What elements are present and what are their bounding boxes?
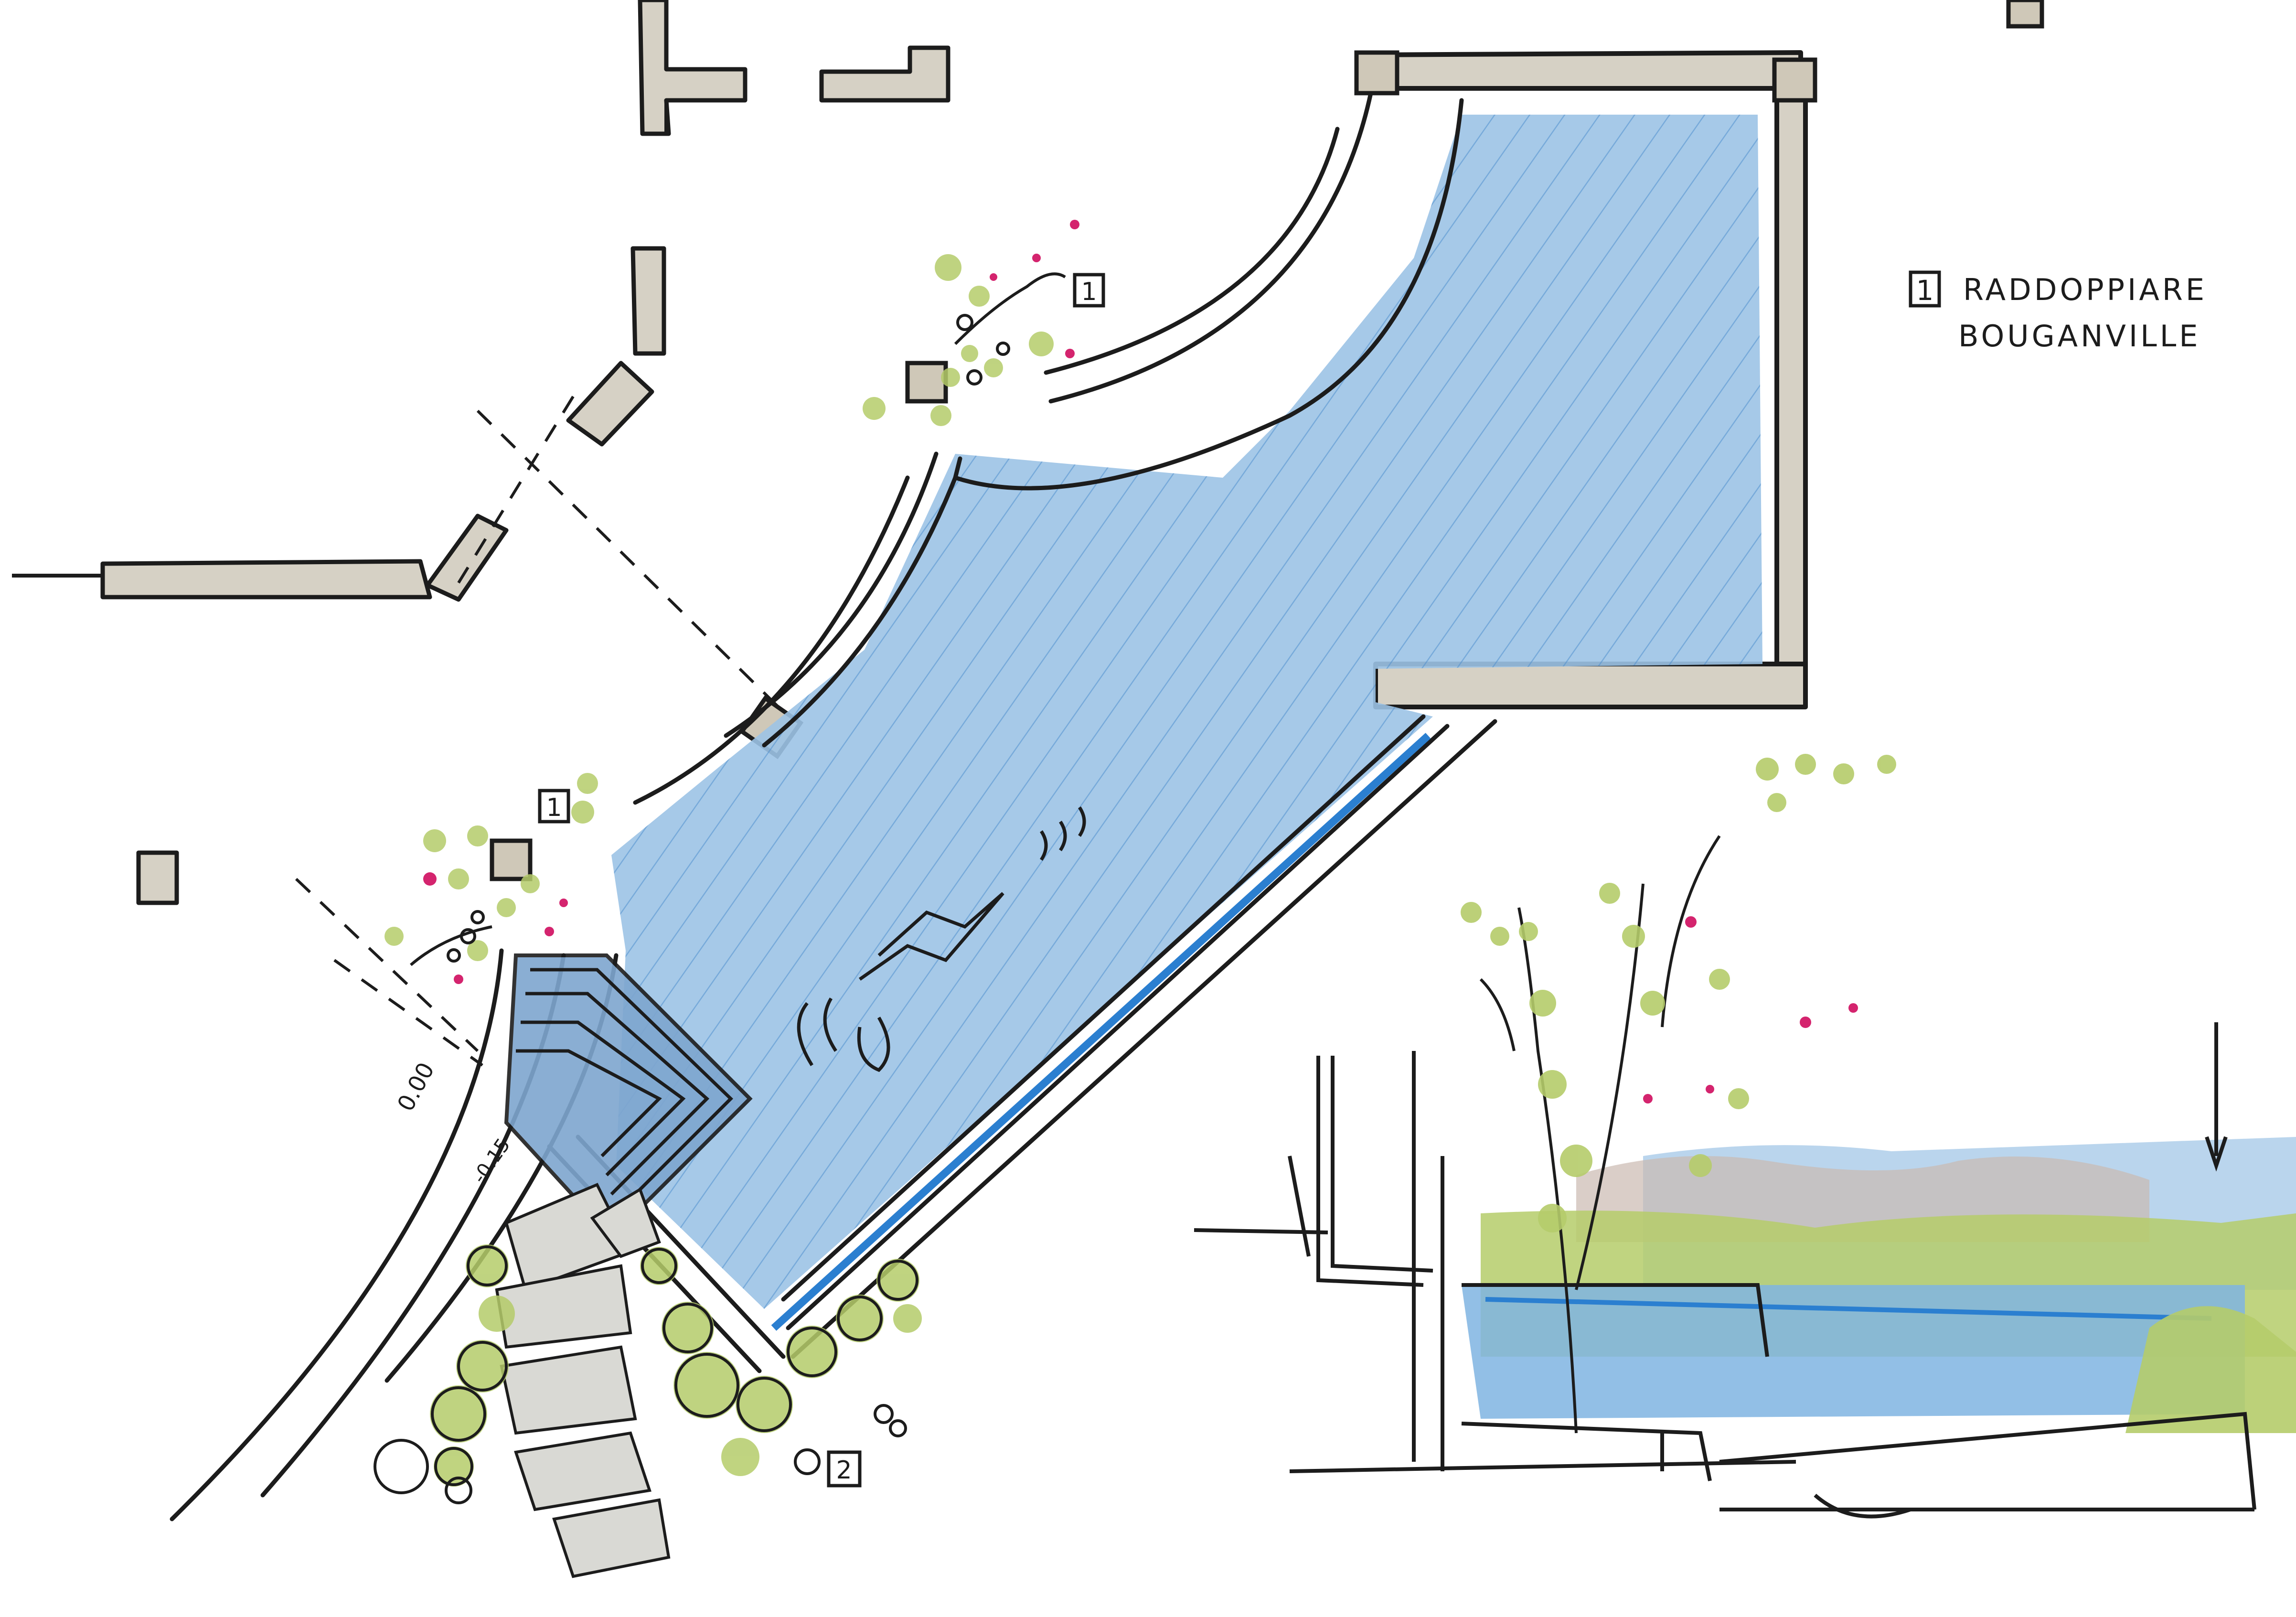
legend: 1 RADDOPPIARE BOUGANVILLE (1909, 270, 2207, 353)
tag-bottom: 2 (827, 1450, 862, 1488)
legend-number: 1 (1916, 274, 1934, 307)
tag-bottom-label: 2 (836, 1456, 852, 1485)
pool-blue-edge (771, 733, 1431, 1331)
construction-lines (295, 396, 785, 1067)
stone-path (495, 1183, 671, 1578)
legend-line-2: BOUGANVILLE (1958, 319, 2200, 353)
bougainvillea-top (863, 220, 1079, 426)
tag-top-label: 1 (1081, 278, 1097, 306)
step-lines (516, 968, 733, 1215)
building-walls (100, 0, 950, 905)
shrubs (374, 1244, 922, 1504)
swimmer-scribble (797, 806, 1086, 1072)
tag-top: 1 (1073, 273, 1105, 308)
bougainvillea-left (384, 773, 598, 984)
pool-steps (504, 953, 753, 1240)
legend-line-1: RADDOPPIARE (1963, 272, 2207, 307)
building-wall-lines (12, 100, 668, 578)
perspective-view (1194, 754, 2296, 1519)
level-upper: 0.00 (392, 1058, 440, 1116)
tag-left: 1 (538, 789, 570, 824)
tag-left-label: 1 (546, 793, 562, 822)
pool-water-hatch (611, 115, 1762, 1309)
level-lower: -0.15 (469, 1135, 515, 1188)
legend-number-box (1909, 270, 1941, 308)
pool-edges (170, 91, 1497, 1521)
